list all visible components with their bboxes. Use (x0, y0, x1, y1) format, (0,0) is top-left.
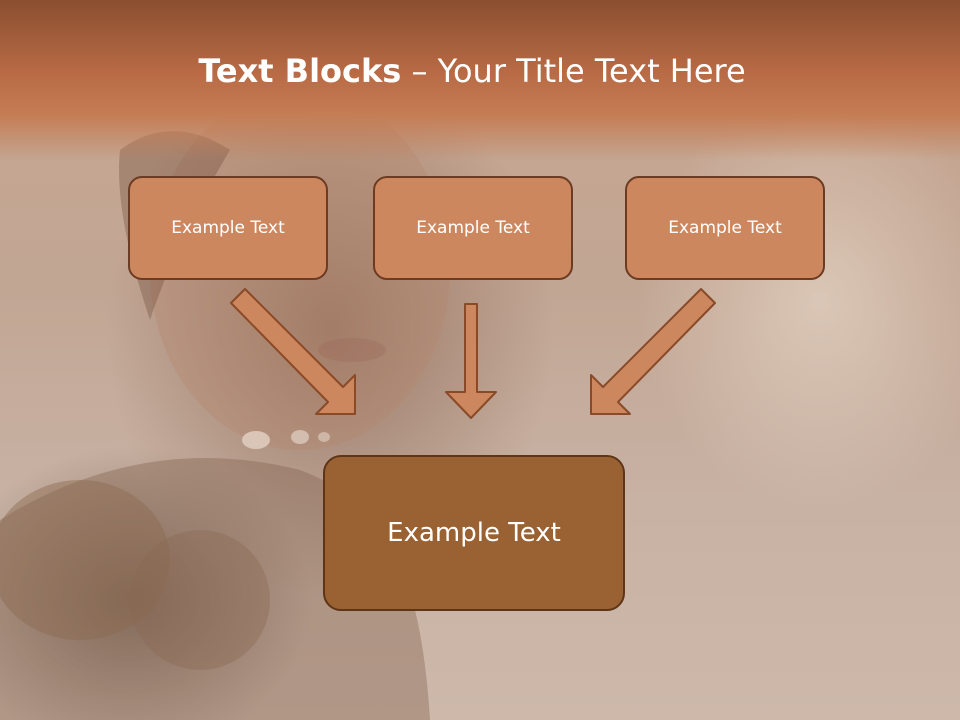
result-block[interactable]: Example Text (323, 455, 625, 611)
title-rest: Your Title Text Here (437, 52, 746, 90)
collar-dot (242, 431, 270, 449)
text-block-3-label: Example Text (668, 218, 782, 238)
shoulder-shade (0, 458, 430, 720)
text-block-2-label: Example Text (416, 218, 530, 238)
collar-dot (318, 432, 330, 442)
glove-shade (0, 480, 170, 640)
page-title: Text Blocks – Your Title Text Here (0, 52, 944, 90)
title-separator: – (401, 52, 438, 90)
result-block-label: Example Text (387, 518, 561, 548)
text-block-1-label: Example Text (171, 218, 285, 238)
collar-dot (291, 430, 309, 444)
title-bold: Text Blocks (198, 52, 402, 90)
arrow-right (590, 288, 716, 415)
text-block-2[interactable]: Example Text (373, 176, 573, 280)
glove-shade-2 (130, 530, 270, 670)
lips-shade (318, 338, 386, 362)
text-block-1[interactable]: Example Text (128, 176, 328, 280)
arrow-middle (445, 303, 497, 419)
title-band (0, 0, 960, 160)
arrow-left (230, 288, 356, 415)
text-block-3[interactable]: Example Text (625, 176, 825, 280)
